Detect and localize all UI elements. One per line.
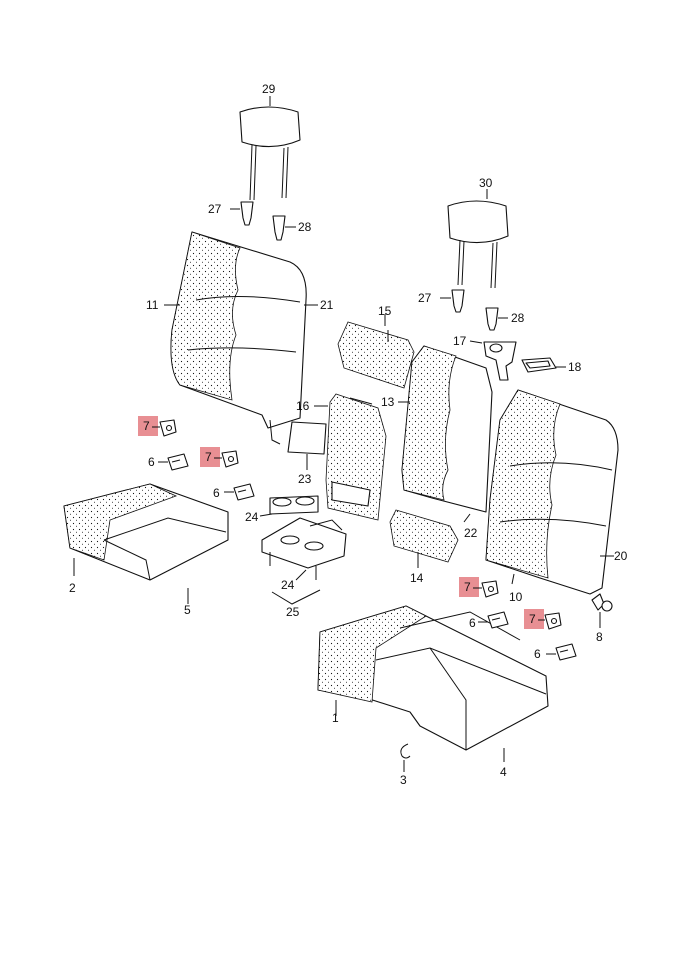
callout-15: 15 [378, 304, 392, 318]
fastener [591, 593, 613, 612]
callout-22: 22 [464, 526, 478, 540]
callout-6-d: 6 [534, 647, 541, 661]
highlight-7-d: 7 [524, 609, 562, 630]
mounting-bracket-d [555, 643, 577, 661]
callout-2: 2 [69, 581, 76, 595]
callout-13: 13 [381, 395, 395, 409]
callout-6-c: 6 [469, 616, 476, 630]
backrest-right [485, 389, 619, 595]
headrest-guide-right-a [451, 289, 465, 313]
callout-5: 5 [184, 603, 191, 617]
callout-7-a: 7 [143, 419, 150, 433]
callout-7-b: 7 [205, 450, 212, 464]
bracket [483, 341, 517, 381]
callout-14: 14 [410, 571, 424, 585]
mounting-bracket-a [167, 453, 189, 471]
mounting-bracket-b [233, 483, 255, 501]
callout-1: 1 [332, 711, 339, 725]
callout-28-right: 28 [511, 311, 525, 325]
retaining-clip [400, 743, 411, 759]
callout-11: 11 [146, 298, 159, 312]
callout-29: 29 [262, 82, 276, 96]
seat-cushion-left [63, 483, 229, 581]
callout-28-left: 28 [298, 220, 312, 234]
callout-4: 4 [500, 765, 507, 779]
seat-cushion-right [317, 605, 549, 751]
callout-25: 25 [286, 605, 300, 619]
headrest-left [239, 106, 301, 201]
highlight-7-a: 7 [138, 416, 177, 437]
cup-holder-insert [269, 495, 319, 515]
callout-7-d: 7 [529, 612, 536, 626]
armrest [325, 393, 387, 521]
headrest-guide-left-a [240, 201, 254, 226]
callout-18: 18 [568, 360, 582, 374]
cup-holder-housing [261, 517, 347, 580]
highlight-7-c: 7 [459, 577, 499, 598]
callout-20: 20 [614, 549, 628, 563]
callout-16: 16 [296, 399, 310, 413]
headrest-guide-left-b [272, 215, 286, 241]
callout-27-left: 27 [208, 202, 222, 216]
callout-30: 30 [479, 176, 493, 190]
callout-3: 3 [400, 773, 407, 787]
cover-panel [287, 421, 327, 455]
callout-23: 23 [298, 472, 312, 486]
armrest-cover [337, 321, 415, 389]
trim-cover [521, 357, 557, 373]
backrest-left [170, 231, 307, 445]
highlight-7-b: 7 [200, 447, 239, 468]
callout-24-upper: 24 [245, 510, 259, 524]
headrest-right [447, 200, 509, 289]
callout-8: 8 [596, 630, 603, 644]
backrest-middle [401, 345, 493, 513]
callout-17: 17 [453, 334, 467, 348]
callout-24-lower: 24 [281, 578, 295, 592]
callout-6-a: 6 [148, 455, 155, 469]
headrest-guide-right-b [485, 307, 499, 331]
mounting-bracket-c [487, 611, 509, 629]
callout-21: 21 [320, 298, 334, 312]
callout-10: 10 [509, 590, 523, 604]
callout-27-right: 27 [418, 291, 432, 305]
callout-6-b: 6 [213, 486, 220, 500]
armrest-lower [389, 509, 459, 563]
callout-7-c: 7 [464, 580, 471, 594]
